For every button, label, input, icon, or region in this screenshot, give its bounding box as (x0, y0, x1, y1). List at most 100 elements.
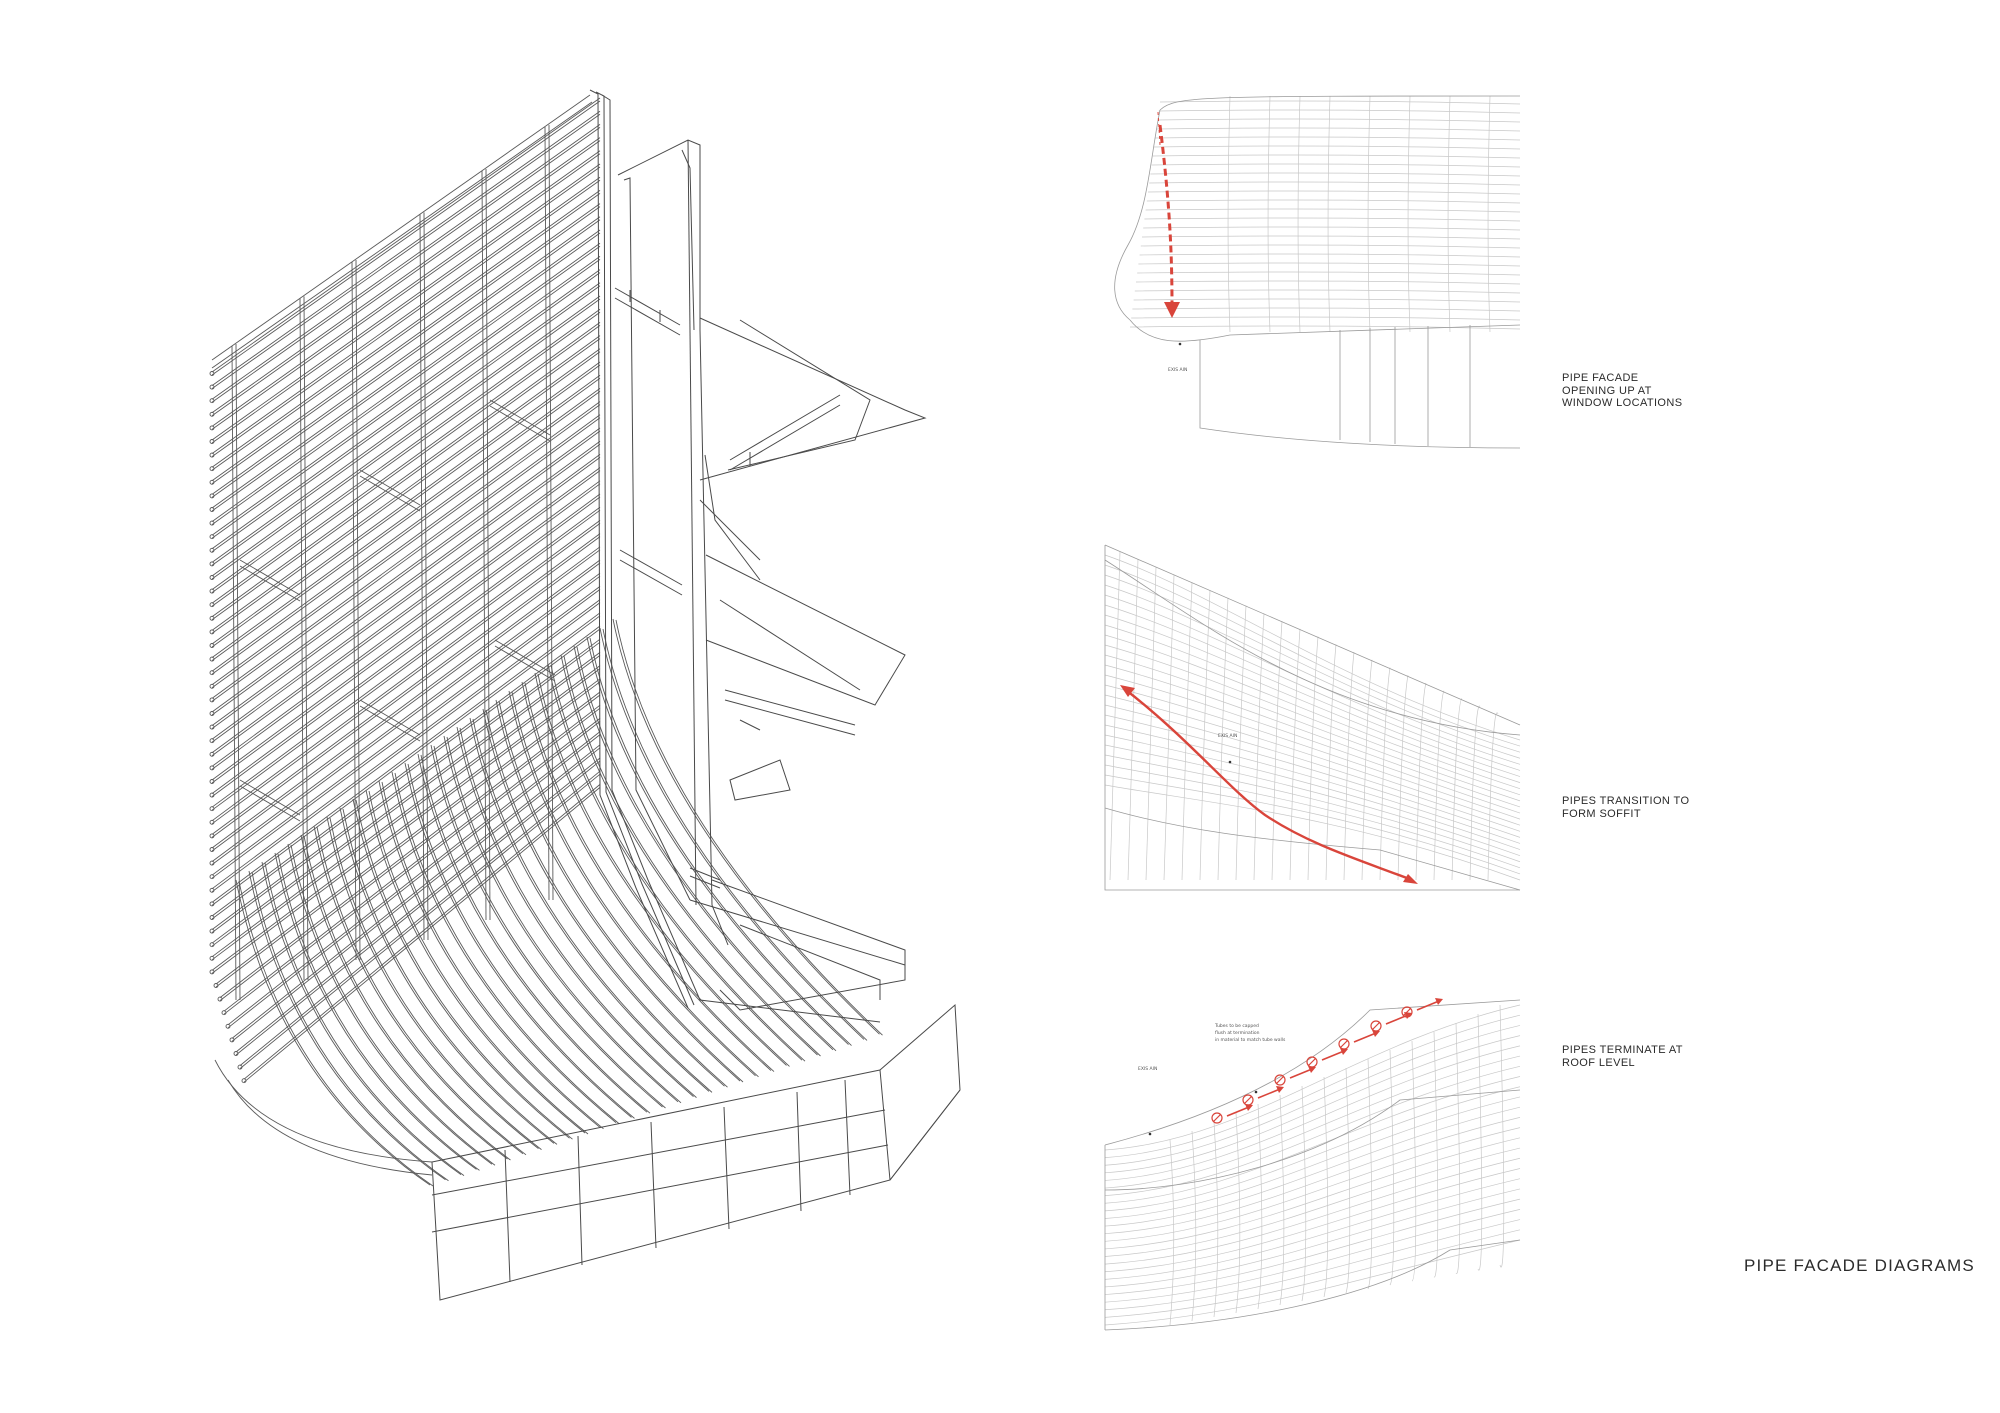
soffit-pipe (537, 673, 790, 1067)
soffit-pipe (589, 637, 852, 1046)
pipe-line (211, 166, 601, 444)
pipe-end (229, 1037, 235, 1043)
mesh-line (1129, 325, 1521, 330)
direction-arrow-icon (1289, 1066, 1316, 1079)
mesh-line (1143, 226, 1521, 231)
mesh-line (1253, 613, 1265, 881)
pipe-line (211, 216, 601, 495)
pipe-end (221, 1010, 227, 1016)
mesh-line (1104, 1229, 1521, 1318)
mesh-line (1433, 690, 1445, 881)
pipe-end (209, 779, 215, 784)
pipe-line (211, 404, 601, 689)
pipe-line (211, 150, 601, 427)
mesh-line (1469, 705, 1481, 881)
caption-roof-termination: PIPES TERMINATE AT ROOF LEVEL (1562, 1044, 1683, 1069)
pipe-line (211, 140, 601, 417)
pipe-end (213, 983, 219, 988)
pipe-line (211, 163, 601, 441)
axo-floor-slab-2 (705, 554, 906, 706)
pipe-line (211, 176, 601, 454)
pipe-line (211, 401, 601, 686)
pipe-line (211, 325, 601, 607)
pipe-line (211, 113, 601, 389)
mesh-line (1104, 644, 1521, 796)
mesh-line (1297, 95, 1301, 333)
termination-cap-icon (1306, 1056, 1318, 1068)
mesh-line (1325, 644, 1337, 881)
pipe-line (211, 348, 601, 631)
pipe-end (217, 996, 223, 1002)
mullion (299, 298, 305, 981)
mesh-line (1279, 1094, 1285, 1306)
mesh-line (1104, 1157, 1521, 1265)
mesh-line (1361, 659, 1373, 881)
mesh-line (1104, 784, 1521, 881)
pipe-line (211, 100, 601, 376)
soffit-pipe (446, 736, 682, 1104)
pipe-line (211, 377, 601, 661)
pipe-line (211, 388, 601, 672)
soffit-pipe (303, 835, 511, 1161)
mesh-line (1271, 621, 1283, 881)
pipe-line (211, 655, 601, 947)
mesh-line (1397, 675, 1409, 881)
pipe-end (209, 711, 215, 716)
pipe-line (211, 440, 601, 726)
soffit-pipe (355, 799, 573, 1140)
mesh-line (1415, 682, 1427, 881)
mesh-line (1104, 734, 1521, 850)
mesh-line (1217, 597, 1229, 881)
pipe-end (209, 411, 215, 417)
pipe-line (211, 652, 601, 944)
bracket (494, 639, 556, 682)
mullion (303, 296, 309, 981)
mesh-line (1131, 316, 1521, 321)
mesh-line (1235, 1112, 1241, 1314)
pipe-line (211, 374, 601, 658)
mullion (419, 214, 425, 941)
pipe-line (211, 232, 601, 512)
pipe-line (211, 572, 601, 862)
diagram2-soffit-ridge (1104, 559, 1521, 736)
soffit-pipe (391, 771, 617, 1123)
mesh-line (1104, 1096, 1521, 1219)
soffit-pipe (430, 744, 663, 1108)
pipe-end (209, 955, 215, 961)
bracket (359, 469, 421, 512)
soffit-pipe (443, 735, 679, 1103)
mesh-line (1289, 628, 1301, 881)
soffit-pipe (586, 636, 849, 1045)
mesh-line (1104, 744, 1521, 856)
pipe-line (211, 206, 601, 485)
mullion (235, 343, 241, 1001)
axo-core-column (617, 139, 729, 946)
pipe-end (209, 561, 215, 567)
soffit-pipe (352, 798, 570, 1139)
pipe-end (209, 534, 215, 540)
direction-arrow-icon (1226, 1104, 1253, 1117)
pipe-end (209, 384, 215, 390)
diagram3-note-line-3: in material to match tube walls (1215, 1037, 1286, 1043)
diagram2-lower-edge (1104, 807, 1521, 891)
soffit-pipe (459, 727, 697, 1098)
soffit-pipe (560, 654, 818, 1056)
mullion (355, 259, 361, 961)
pipe-line (211, 457, 601, 743)
mesh-line (1407, 95, 1411, 333)
pipe-end (209, 887, 215, 893)
pipe-line (211, 391, 601, 675)
axo-i-beam-6 (689, 867, 721, 889)
pipe-line (215, 691, 601, 985)
mullion (231, 345, 237, 1001)
mesh-line (1104, 1127, 1521, 1242)
mesh-line (1104, 584, 1521, 759)
direction-arrow-icon (1257, 1086, 1284, 1099)
diagram3-level-tag: EXIS AIN (1138, 1066, 1157, 1072)
mesh-line (1104, 754, 1521, 863)
pipe-line (211, 153, 601, 430)
mesh-line (1327, 95, 1331, 333)
soffit-pipe (615, 619, 883, 1036)
pipe-end (225, 1023, 231, 1029)
pipe-line (219, 704, 601, 998)
